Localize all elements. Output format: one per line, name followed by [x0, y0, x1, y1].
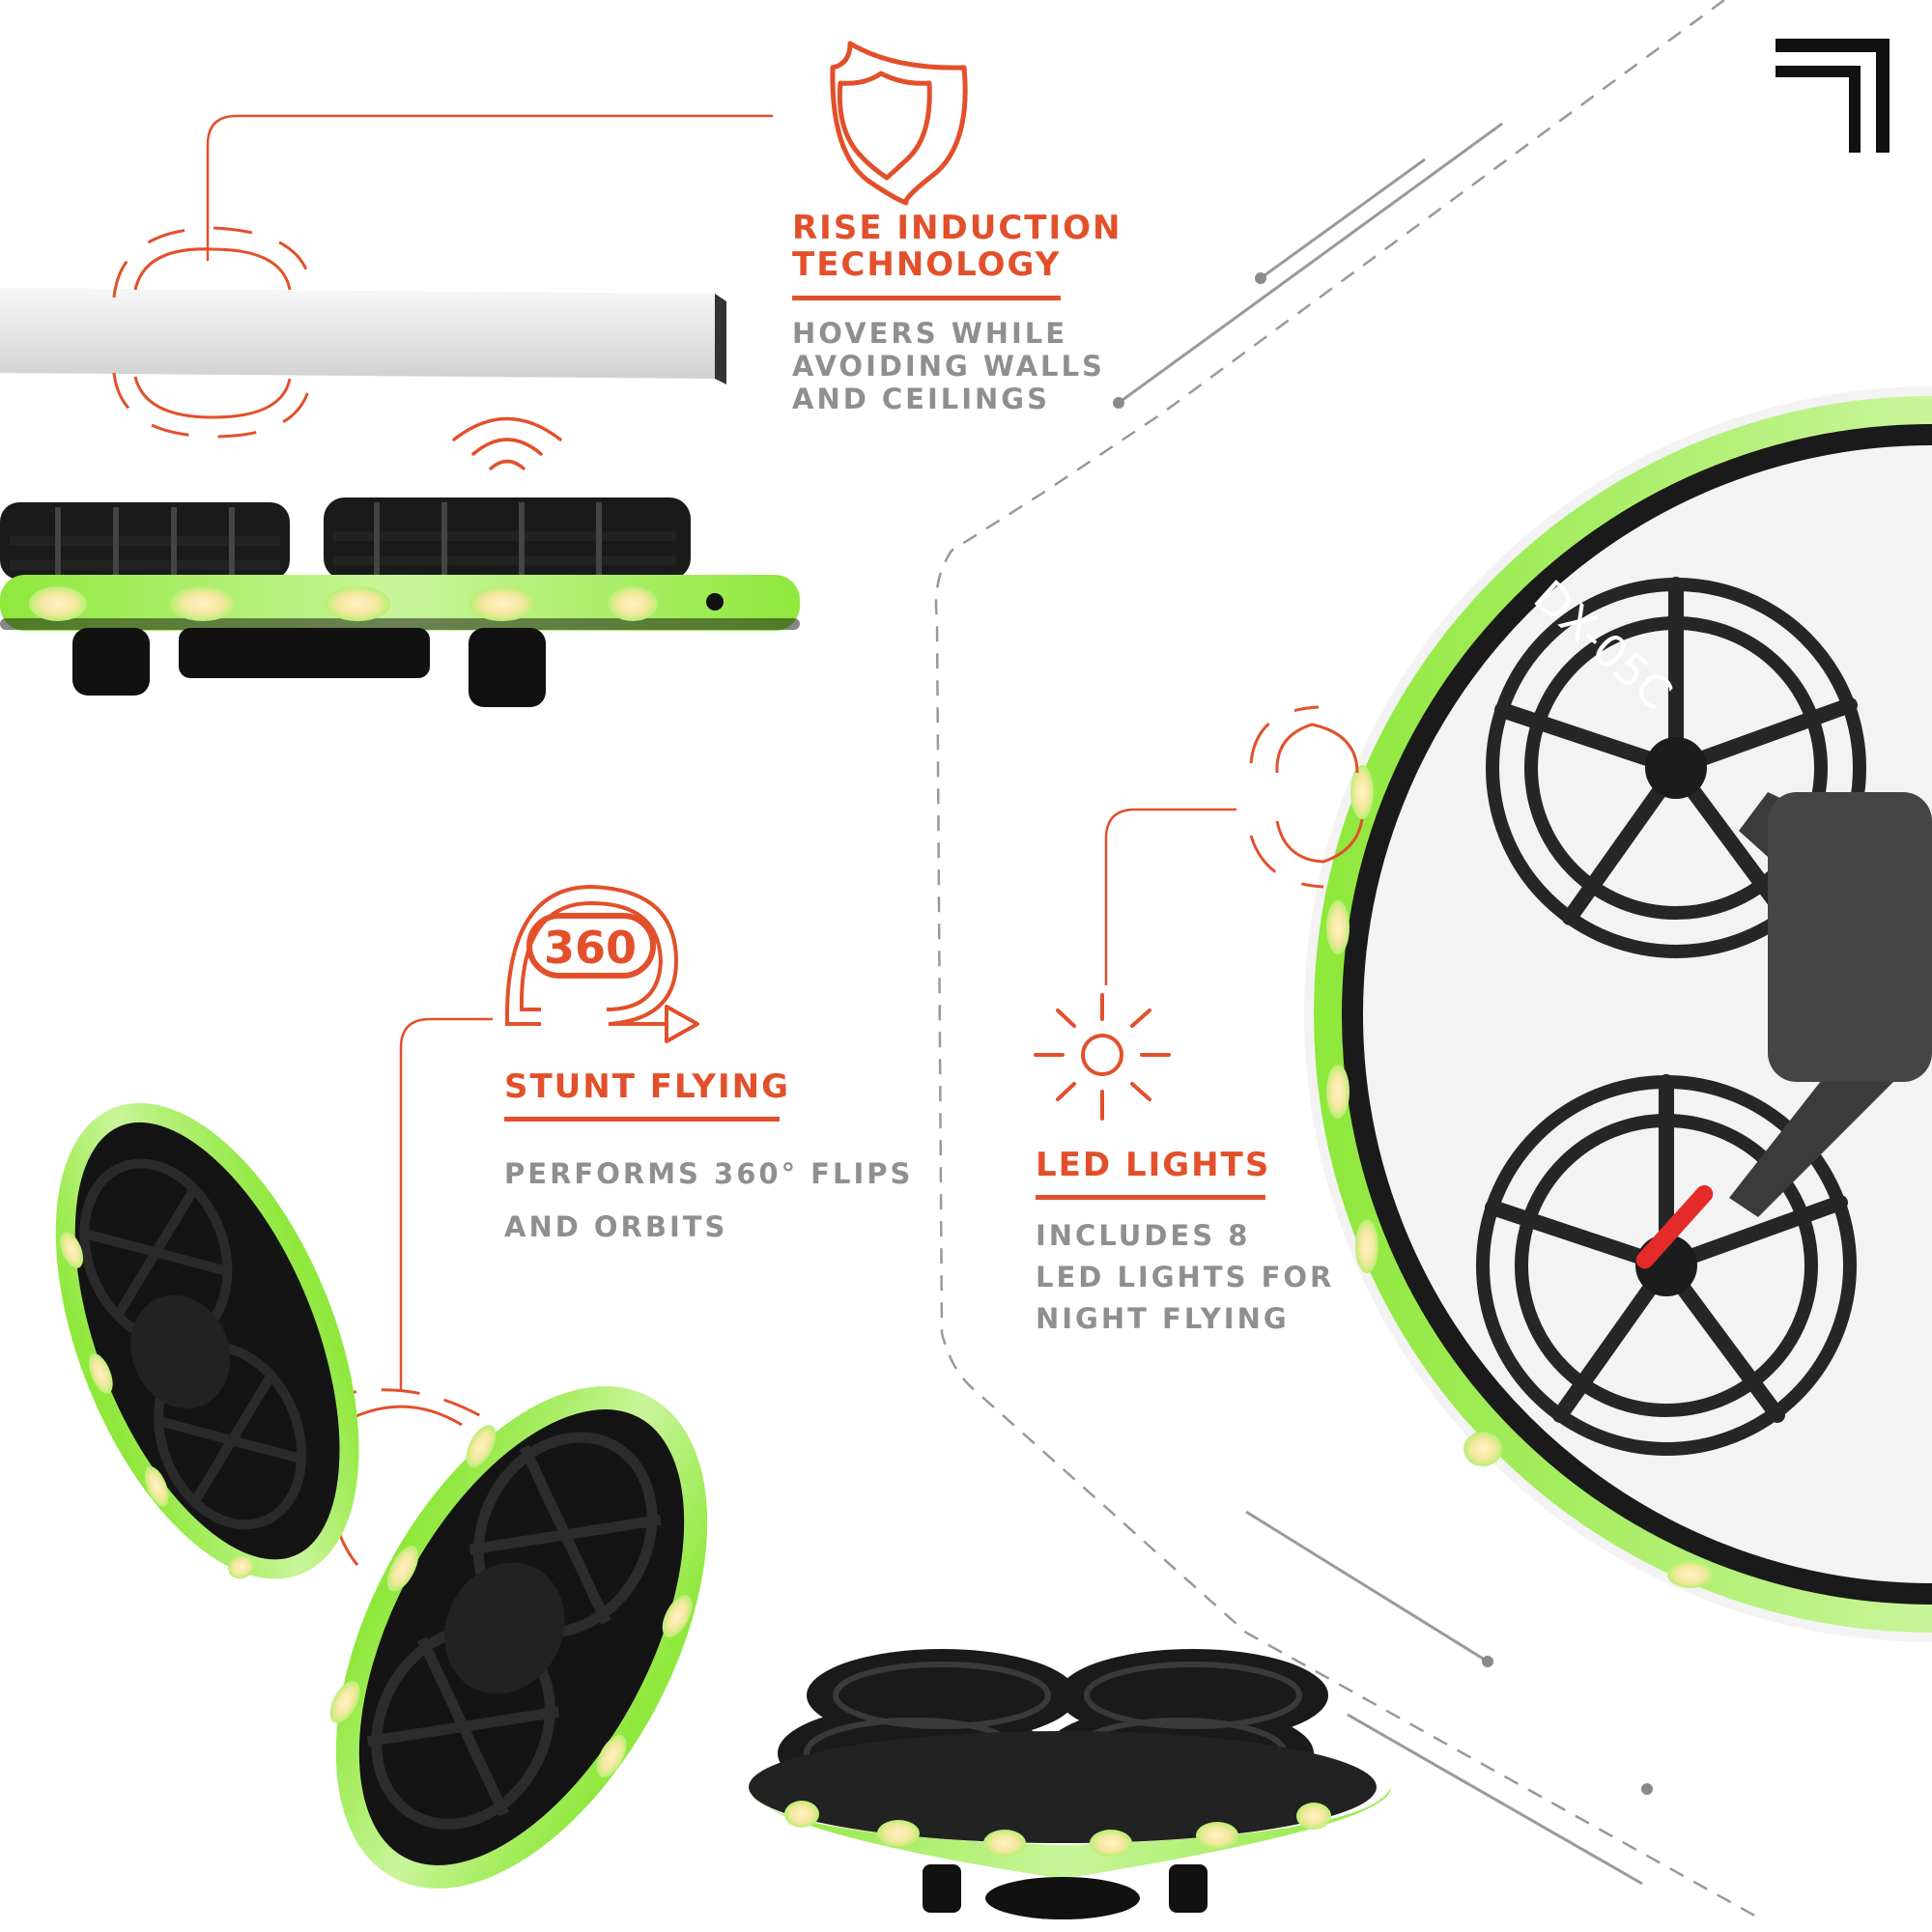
drone-top-view-large: DX-05C [1304, 386, 1932, 1642]
guide-dots [1113, 272, 1653, 1795]
dashed-guide-lines [934, 0, 1759, 1919]
guide-accent-lines [1118, 122, 1643, 1886]
led-title-underline [1036, 1195, 1265, 1200]
stunt-flying-description: PERFORMS 360° FLIPS AND ORBITS [504, 1157, 914, 1243]
led-callout-connector [1104, 808, 1236, 985]
rise-induction-description: HOVERS WHILE AVOIDING WALLS AND CEILINGS [792, 317, 1105, 415]
led-lights-title: LED LIGHTS [1036, 1146, 1271, 1184]
rise-title-underline [792, 296, 1061, 300]
rise-callout-connector [206, 114, 773, 261]
shield-icon [830, 41, 968, 206]
signal-waves-icon [452, 416, 562, 470]
360-rotation-icon [504, 884, 699, 1043]
rise-induction-title: RISE INDUCTION TECHNOLOGY [792, 209, 1122, 284]
sensor-ring-ceiling [112, 226, 313, 439]
drone-flipping-lower [329, 1386, 708, 1889]
stunt-title-underline [504, 1117, 780, 1122]
corner-bracket-logo [1776, 39, 1889, 153]
drone-side-view-top [0, 497, 800, 707]
stunt-flying-title: STUNT FLYING [504, 1067, 790, 1106]
stunt-callout-connector [399, 1017, 493, 1391]
drone-side-view-bottom [749, 1649, 1391, 1919]
360-badge-text: 360 [544, 922, 637, 974]
sensor-ring-led [1249, 705, 1364, 889]
led-lights-description: INCLUDES 8 LED LIGHTS FOR NIGHT FLYING [1036, 1219, 1335, 1335]
ceiling-beam [0, 288, 726, 384]
sun-icon [1034, 993, 1171, 1121]
drone-flipping-upper [55, 1102, 359, 1579]
